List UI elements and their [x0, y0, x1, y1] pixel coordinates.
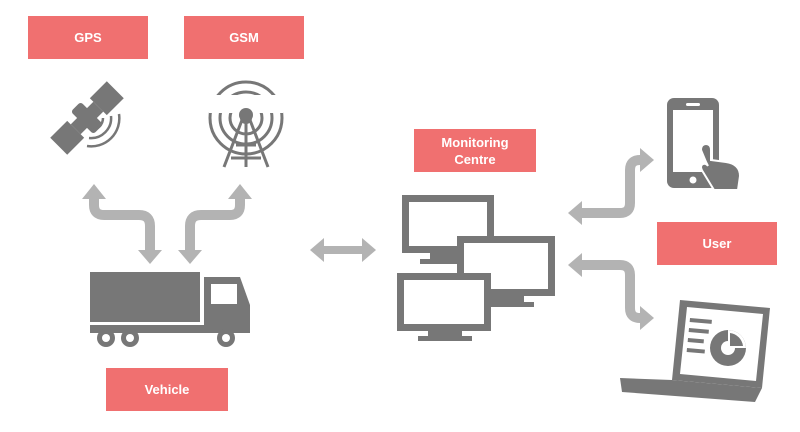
user-label: User: [657, 222, 777, 265]
arrow-vehicle-gsm: [185, 197, 245, 252]
vehicle-label: Vehicle: [106, 368, 228, 411]
arrowhead-monitoring-bottom: [568, 253, 582, 277]
arrowhead-vehicle-right: [178, 250, 202, 264]
smartphone-icon: [667, 98, 742, 191]
arrowhead-phone: [640, 148, 654, 172]
arrowhead-laptop: [640, 306, 654, 330]
arrow-monitoring-laptop: [582, 260, 642, 323]
arrowhead-vehicle-left: [138, 250, 162, 264]
antenna-tower-icon: [208, 80, 284, 168]
arrowhead-gsm: [228, 184, 252, 199]
monitors-icon: [397, 195, 555, 341]
satellite-icon: [50, 81, 124, 155]
monitoring-centre-label: Monitoring Centre: [414, 129, 536, 172]
laptop-icon: [620, 300, 770, 402]
arrow-vehicle-gps: [89, 197, 155, 252]
arrowhead-gps: [82, 184, 106, 199]
gps-label: GPS: [28, 16, 148, 59]
arrow-vehicle-monitoring: [310, 238, 376, 262]
truck-icon: [90, 272, 250, 347]
arrowhead-monitoring-top: [568, 201, 582, 225]
arrow-monitoring-phone: [582, 155, 642, 218]
gsm-label: GSM: [184, 16, 304, 59]
